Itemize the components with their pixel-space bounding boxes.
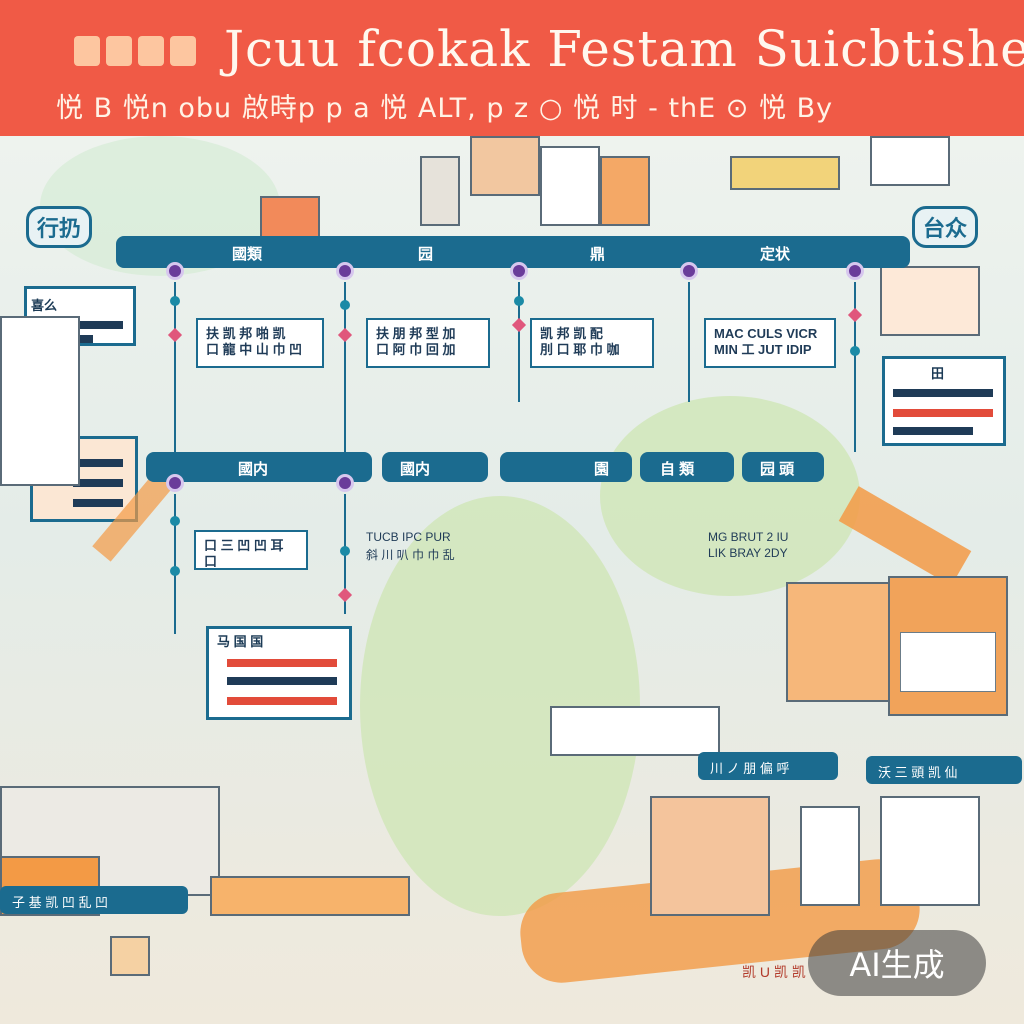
- building: [110, 936, 150, 976]
- building: [888, 576, 1008, 716]
- corner-tag: 凯 U 凯 凯: [742, 964, 806, 980]
- page-title: Jcuu fcokak Festam Suicbtishes: [224, 20, 1024, 78]
- fence: [210, 876, 410, 916]
- timeline-text: LIK BRAY 2DY: [708, 546, 788, 560]
- timeline-bar-mid: [742, 452, 824, 482]
- dot-icon: [170, 296, 180, 306]
- timeline-node: [510, 262, 528, 280]
- card-line-1: 扶 朋 邦 型 加: [376, 326, 456, 341]
- timeline-node: [166, 474, 184, 492]
- ai-generated-badge: AI生成: [808, 930, 986, 996]
- logo-mark: [74, 36, 100, 66]
- right-info-bar: 川 ノ 朋 偏 呼: [698, 752, 838, 780]
- document-panel: [880, 796, 980, 906]
- timeline-label: 园 頭: [760, 461, 795, 478]
- right-card-title: 田: [931, 366, 945, 381]
- building: [650, 796, 770, 916]
- dot-icon: [850, 346, 860, 356]
- timeline-node: [336, 262, 354, 280]
- timeline-label: 鼎: [590, 246, 606, 263]
- timeline-label: 國類: [232, 246, 263, 263]
- timeline-node: [846, 262, 864, 280]
- building: [800, 806, 860, 906]
- card-line-2: 刖 口 耶 巾 咖: [540, 342, 620, 357]
- timeline-stem: [688, 282, 690, 402]
- timeline-bar-mid: [382, 452, 488, 482]
- logo-mark: [106, 36, 132, 66]
- building: [550, 706, 720, 756]
- building: [420, 156, 460, 226]
- center-poster-title: 马 国 国: [217, 634, 264, 649]
- building: [600, 156, 650, 226]
- timeline-bar-mid: [640, 452, 734, 482]
- timeline-end-tag: 台众: [912, 206, 979, 248]
- dot-icon: [170, 516, 180, 526]
- building: [540, 146, 600, 226]
- dot-icon: [340, 300, 350, 310]
- timeline-card: 凯 邦 凯 配 刖 口 耶 巾 咖: [530, 318, 654, 368]
- timeline-label: 自 類: [660, 461, 695, 478]
- card-line-1: 扶 凯 邦 啪 凯: [206, 326, 286, 341]
- building: [730, 156, 840, 190]
- timeline-bar-mid: [146, 452, 372, 482]
- timeline-text: 斜 川 叭 巾 巾 乱: [366, 548, 455, 562]
- timeline-stem: [174, 494, 176, 634]
- timeline-stem: [518, 282, 520, 402]
- card-line-2: MIN 工 JUT IDIP: [714, 342, 812, 357]
- building: [786, 582, 890, 702]
- timeline-node: [680, 262, 698, 280]
- timeline-label: 國内: [238, 461, 269, 478]
- card-line-2: 口 阿 巾 回 加: [376, 342, 456, 357]
- header-banner: Jcuu fcokak Festam Suicbtishes 悦 B 悦n ob…: [0, 0, 1024, 136]
- timeline-text: TUCB IPC PUR: [366, 530, 451, 544]
- page-subtitle: 悦 B 悦n obu 啟時p p a 悦 ALT, p z ○ 悦 时 - th…: [56, 93, 834, 124]
- dot-icon: [170, 566, 180, 576]
- dot-icon: [340, 546, 350, 556]
- card-line: [227, 677, 337, 685]
- card-line: [893, 409, 993, 417]
- green-area: [600, 396, 860, 596]
- right-info-card: 田: [882, 356, 1006, 446]
- card-line: [73, 479, 123, 487]
- timeline-card: 扶 凯 邦 啪 凯 口 龍 中 山 巾 凹: [196, 318, 324, 368]
- card-line: [73, 499, 123, 507]
- left-card-title: 喜么: [31, 298, 58, 313]
- building: [0, 316, 80, 486]
- card-line-2: 口 龍 中 山 巾 凹: [206, 342, 303, 357]
- timeline-bar-mid: [500, 452, 632, 482]
- timeline-label: 園: [594, 461, 610, 478]
- logo-mark: [138, 36, 164, 66]
- timeline-card-lower: 口 三 凹 凹 耳 口: [194, 530, 308, 570]
- card-line: [893, 427, 973, 435]
- card-line-1: 凯 邦 凯 配: [540, 326, 603, 341]
- timeline-node: [336, 474, 354, 492]
- card-line-1: MAC CULS VICR: [714, 326, 818, 341]
- timeline-stem: [344, 282, 346, 452]
- timeline-card: MAC CULS VICR MIN 工 JUT IDIP: [704, 318, 836, 368]
- timeline-label: 國内: [400, 461, 431, 478]
- timeline-stem: [174, 282, 176, 452]
- timeline-label: 定状: [760, 246, 791, 263]
- building: [870, 136, 950, 186]
- window: [900, 632, 996, 692]
- logo-mark: [170, 36, 196, 66]
- bottom-info-bar: 子 基 凯 凹 乱 凹: [0, 886, 188, 914]
- building: [470, 136, 540, 196]
- timeline-label: 园: [418, 246, 434, 263]
- timeline-card: 扶 朋 邦 型 加 口 阿 巾 回 加: [366, 318, 490, 368]
- timeline-text: MG BRUT 2 IU: [708, 530, 789, 544]
- dot-icon: [514, 296, 524, 306]
- house: [880, 266, 980, 336]
- card-line: [893, 389, 993, 397]
- card-line: [227, 659, 337, 667]
- card-line: [73, 459, 123, 467]
- card-line: [227, 697, 337, 705]
- right-info-bar-2: 沃 三 頭 凯 仙: [866, 756, 1022, 784]
- illustration-scene: 喜么 田 马 国 国: [0, 136, 1024, 1024]
- timeline-stem: [854, 282, 856, 452]
- timeline-node: [166, 262, 184, 280]
- logo-glyphs: [74, 28, 204, 74]
- timeline-start-tag: 行扔: [26, 206, 93, 248]
- center-poster: 马 国 国: [206, 626, 352, 720]
